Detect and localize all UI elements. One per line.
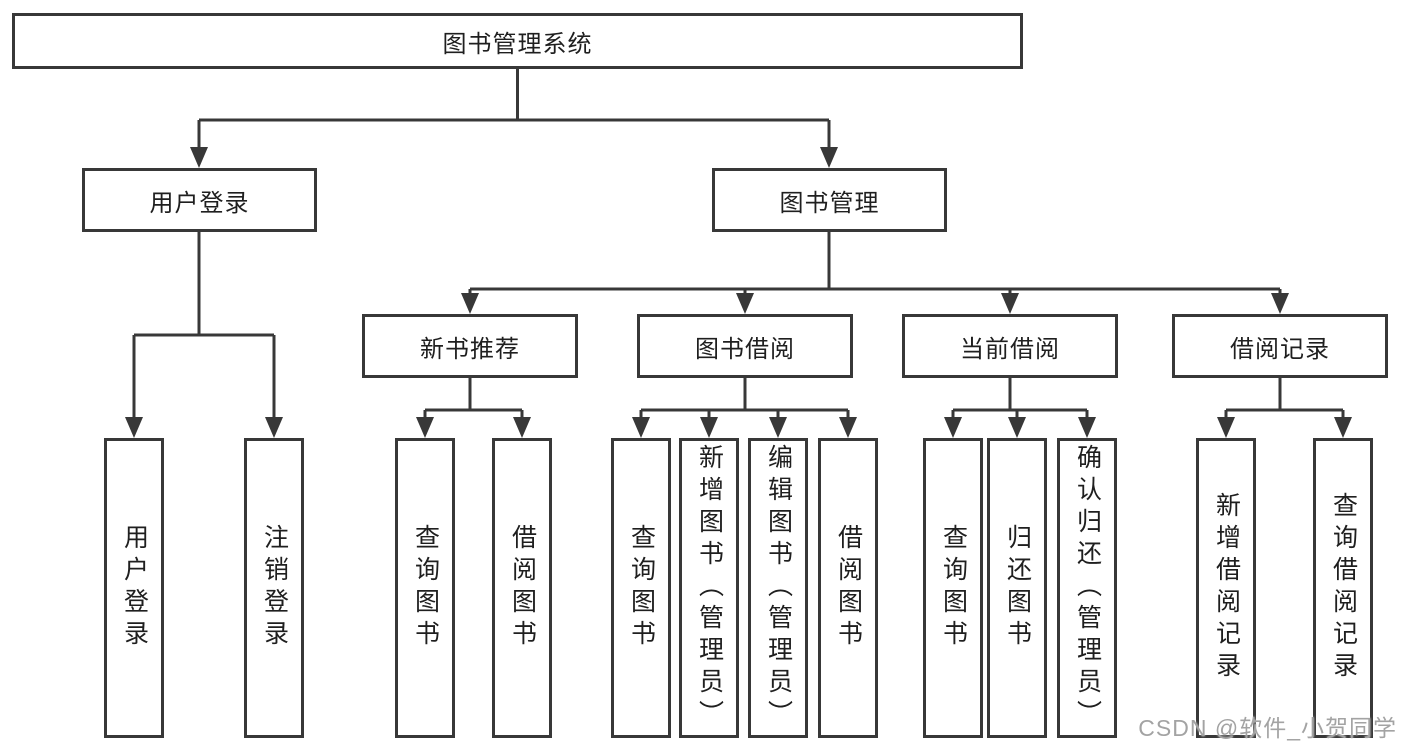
node-label: 用户登录 xyxy=(120,524,149,652)
leaf-search-books-current: 查询图书 xyxy=(923,438,983,738)
node-book-management-group: 图书管理 xyxy=(712,168,947,232)
node-label: 借阅图书 xyxy=(834,524,863,652)
node-library-management-system: 图书管理系统 xyxy=(12,13,1023,69)
node-label: 新书推荐 xyxy=(420,335,520,363)
leaf-logout: 注销登录 xyxy=(244,438,304,738)
node-label: 查询图书 xyxy=(627,524,656,652)
leaf-borrow-books: 借阅图书 xyxy=(818,438,878,738)
node-borrowing-records: 借阅记录 xyxy=(1172,314,1388,378)
node-book-borrowing: 图书借阅 xyxy=(637,314,853,378)
node-label: 图书管理 xyxy=(779,189,880,217)
node-label: 当前借阅 xyxy=(960,335,1060,363)
leaf-search-borrow-record: 查询借阅记录 xyxy=(1313,438,1373,738)
node-label: 查询借阅记录 xyxy=(1329,492,1358,684)
node-label: 图书管理系统 xyxy=(442,30,593,58)
node-label: 借阅记录 xyxy=(1230,335,1330,363)
node-label: 编辑图书（管理员） xyxy=(764,444,793,732)
node-current-borrowing: 当前借阅 xyxy=(902,314,1118,378)
node-label: 借阅图书 xyxy=(508,524,537,652)
node-label: 注销登录 xyxy=(260,524,289,652)
node-label: 新增图书（管理员） xyxy=(695,444,724,732)
leaf-add-books-admin: 新增图书（管理员） xyxy=(679,438,739,738)
node-new-book-recommendation: 新书推荐 xyxy=(362,314,578,378)
node-label: 查询图书 xyxy=(939,524,968,652)
leaf-borrow-books-recommend: 借阅图书 xyxy=(492,438,552,738)
node-label: 确认归还（管理员） xyxy=(1073,444,1102,732)
node-label: 图书借阅 xyxy=(695,335,795,363)
leaf-return-books: 归还图书 xyxy=(987,438,1047,738)
node-label: 查询图书 xyxy=(411,524,440,652)
leaf-edit-books-admin: 编辑图书（管理员） xyxy=(748,438,808,738)
leaf-search-books-borrowing: 查询图书 xyxy=(611,438,671,738)
node-label: 新增借阅记录 xyxy=(1212,492,1241,684)
leaf-confirm-return-admin: 确认归还（管理员） xyxy=(1057,438,1117,738)
node-label: 归还图书 xyxy=(1003,524,1032,652)
leaf-add-borrow-record: 新增借阅记录 xyxy=(1196,438,1256,738)
node-user-login-group: 用户登录 xyxy=(82,168,317,232)
leaf-search-books-recommend: 查询图书 xyxy=(395,438,455,738)
csdn-watermark: CSDN @软件_小贺同学 xyxy=(1138,715,1397,741)
node-label: 用户登录 xyxy=(149,189,250,217)
leaf-user-login: 用户登录 xyxy=(104,438,164,738)
